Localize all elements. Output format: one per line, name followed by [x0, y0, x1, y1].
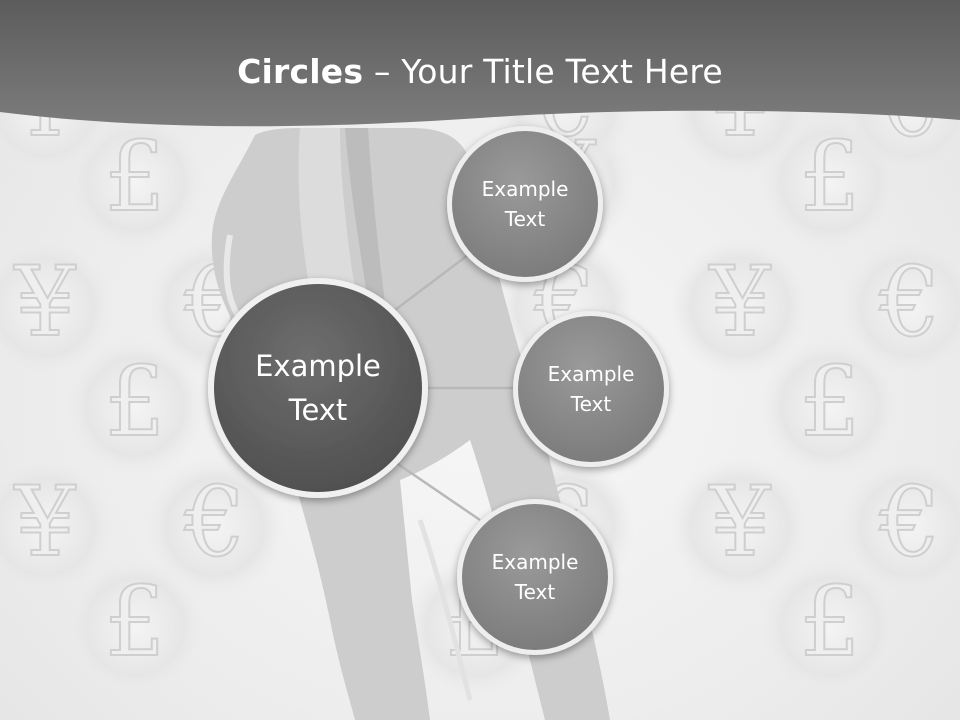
pound-symbol-icon: £ [104, 346, 165, 458]
satellite-circle-1[interactable] [447, 126, 603, 282]
bubble-shape [65, 557, 205, 697]
satellite-1-text: Example Text [481, 177, 569, 231]
pound-symbol-icon: £ [799, 121, 860, 233]
title-dash: – [363, 52, 402, 91]
satellite-circle-3[interactable] [457, 499, 613, 655]
yen-symbol-icon: ¥ [13, 246, 76, 358]
bubble-shape [760, 557, 900, 697]
yen-symbol-icon: ¥ [708, 246, 771, 358]
center-circle[interactable] [208, 278, 428, 498]
pound-symbol-icon: £ [104, 121, 165, 233]
euro-symbol-icon: € [183, 466, 245, 578]
euro-symbol-icon: € [878, 466, 940, 578]
bubble-shape [65, 337, 205, 477]
bubble-pattern [0, 37, 960, 697]
bubble-shape [670, 237, 810, 377]
bubble-shape [670, 457, 810, 597]
connector-line-3 [394, 460, 481, 522]
euro-symbol-icon: € [878, 246, 940, 358]
title-bold: Circles [237, 52, 364, 91]
slide-title: Circles – Your Title Text Here [0, 52, 960, 91]
bubble-shape [840, 237, 960, 377]
bubble-shape [0, 237, 115, 377]
bubble-shape [840, 457, 960, 597]
center-circle-text: Example Text [255, 349, 381, 427]
yen-symbol-icon: ¥ [708, 466, 771, 578]
connector-line-1 [394, 254, 469, 311]
yen-symbol-icon: ¥ [13, 466, 76, 578]
satellite-circle-2[interactable] [513, 311, 669, 467]
title-rest: Your Title Text Here [401, 52, 723, 91]
bubble-shape [145, 457, 285, 597]
pound-symbol-icon: £ [799, 566, 860, 678]
satellite-2-text: Example Text [547, 362, 635, 416]
pound-symbol-icon: £ [799, 346, 860, 458]
bubble-shape [760, 337, 900, 477]
header-band [0, 0, 960, 127]
pound-symbol-icon: £ [104, 566, 165, 678]
satellite-3-text: Example Text [491, 550, 579, 604]
bubble-shape [0, 457, 115, 597]
